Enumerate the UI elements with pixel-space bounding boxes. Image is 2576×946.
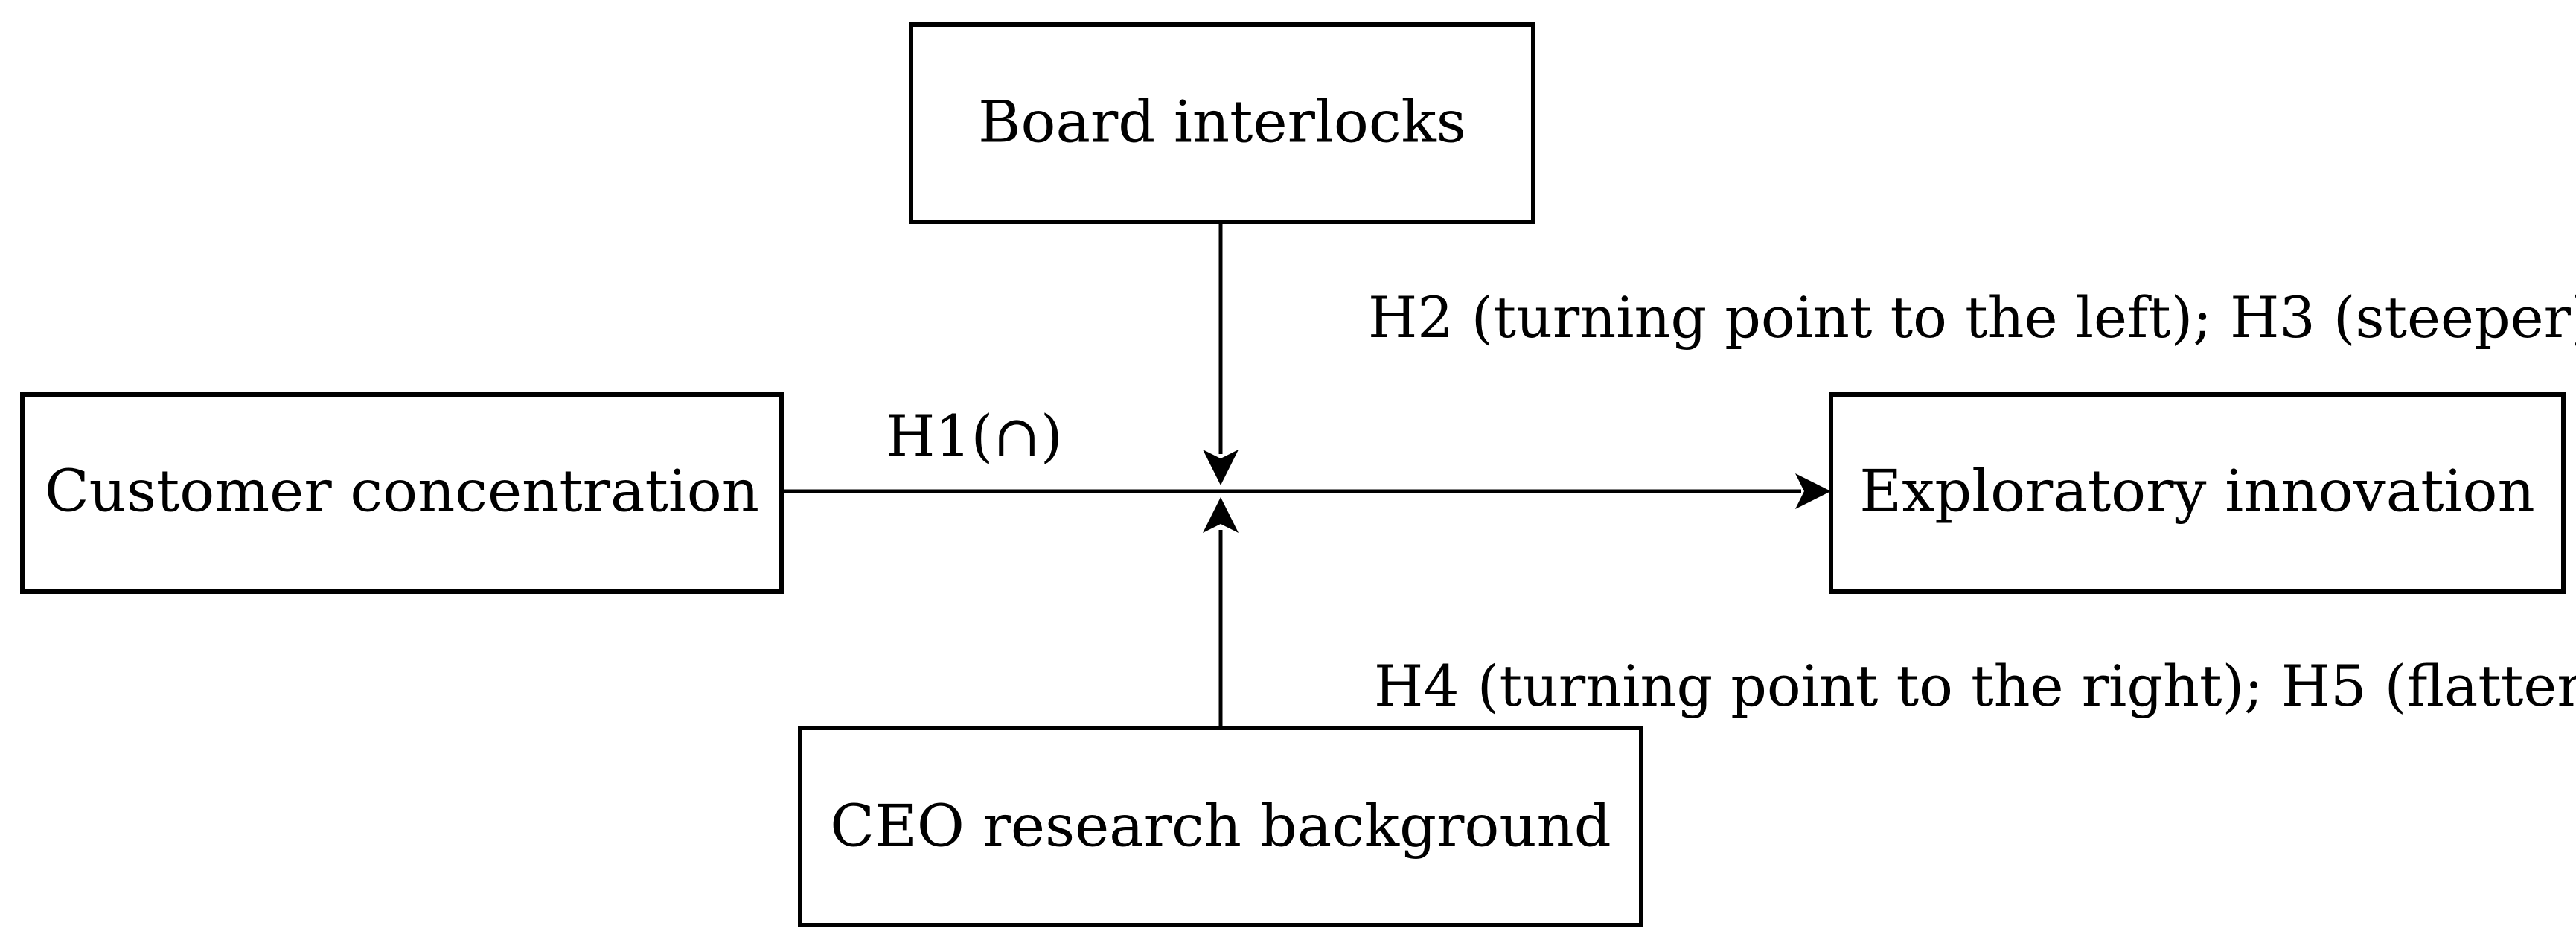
arrowhead-down	[1203, 450, 1239, 485]
hypothesis-h4-h5-label: H4 (turning point to the right); H5 (fla…	[1374, 653, 2576, 719]
node-customer-concentration: Customer concentration	[20, 392, 784, 594]
arrowhead-right	[1795, 473, 1831, 509]
node-customer-concentration-label: Customer concentration	[45, 458, 759, 525]
node-ceo-research-background-label: CEO research background	[830, 793, 1611, 860]
node-exploratory-innovation-label: Exploratory innovation	[1859, 458, 2534, 525]
edge-ceo-background-moderation	[1203, 497, 1239, 728]
node-board-interlocks-label: Board interlocks	[978, 89, 1466, 156]
edge-h1-main-effect	[782, 473, 1831, 509]
hypothesis-h2-h3-label: H2 (turning point to the left); H3 (stee…	[1368, 284, 2576, 351]
edge-board-interlocks-moderation	[1203, 222, 1239, 485]
hypothesis-h1-label: H1(∩)	[886, 403, 1063, 469]
node-exploratory-innovation: Exploratory innovation	[1829, 392, 2566, 594]
arrowhead-up	[1203, 497, 1239, 533]
node-board-interlocks: Board interlocks	[909, 22, 1535, 224]
node-ceo-research-background: CEO research background	[798, 726, 1643, 927]
